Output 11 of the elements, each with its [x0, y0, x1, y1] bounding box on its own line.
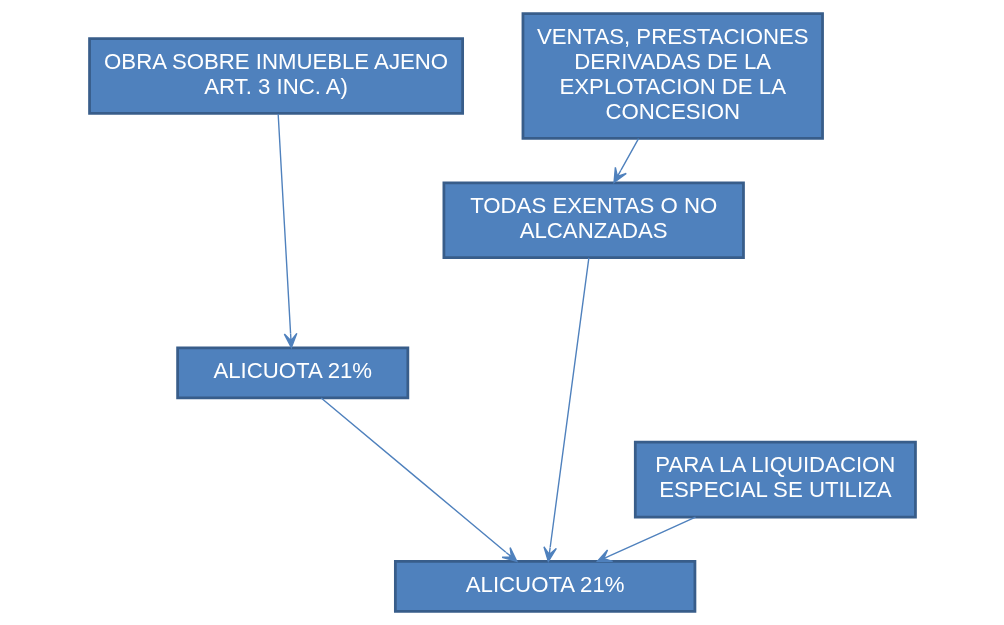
node-box: ALICUOTA 21% — [393, 560, 696, 613]
arrow — [612, 137, 639, 184]
node-box: PARA LA LIQUIDACION ESPECIAL SE UTILIZA — [633, 440, 917, 519]
arrow — [276, 113, 297, 349]
node-box: OBRA SOBRE INMUEBLE AJENO ART. 3 INC. A) — [87, 37, 464, 115]
arrow — [320, 397, 517, 563]
node-box: TODAS EXENTAS O NO ALCANZADAS — [442, 181, 745, 260]
node-box: ALICUOTA 21% — [175, 346, 409, 400]
arrow — [596, 516, 696, 563]
node-box: VENTAS, PRESTACIONES DERIVADAS DE LA EXPLOTACION DE LA CONCESION — [521, 12, 824, 140]
arrow — [542, 257, 590, 563]
